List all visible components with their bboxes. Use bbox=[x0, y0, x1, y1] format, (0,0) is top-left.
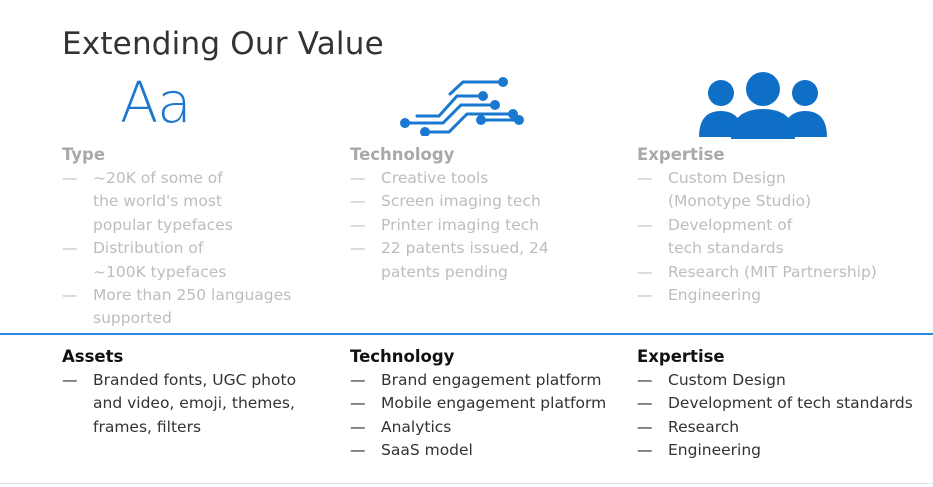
list-item: More than 250 languages supported bbox=[62, 284, 308, 331]
assets-column: Assets Branded fonts, UGC photo and vide… bbox=[62, 346, 332, 439]
list-item: Development of tech standards bbox=[637, 214, 813, 261]
footer-divider bbox=[0, 483, 933, 484]
technology-column: Technology Creative tools Screen imaging… bbox=[350, 144, 620, 284]
list-item: Distribution of ~100K typefaces bbox=[62, 237, 238, 284]
list-item: Creative tools bbox=[350, 167, 620, 191]
type-icon: Aa bbox=[120, 71, 192, 136]
column-heading: Technology bbox=[350, 347, 455, 366]
list-item: Analytics bbox=[350, 416, 620, 440]
list-item: Mobile engagement platform bbox=[350, 392, 620, 416]
list-item: Development of tech standards bbox=[637, 392, 927, 416]
circuit-icon bbox=[400, 77, 524, 136]
column-heading: Expertise bbox=[637, 145, 725, 164]
section-divider bbox=[0, 333, 933, 335]
list-item: Engineering bbox=[637, 284, 907, 308]
list-item: Screen imaging tech bbox=[350, 190, 620, 214]
technology-bottom-column: Technology Brand engagement platform Mob… bbox=[350, 346, 620, 463]
list-item: Printer imaging tech bbox=[350, 214, 620, 238]
column-heading: Expertise bbox=[637, 347, 725, 366]
type-column: Type ~20K of some of the world's most po… bbox=[62, 144, 332, 331]
list-item: ~20K of some of the world's most popular… bbox=[62, 167, 243, 237]
list-item: Branded fonts, UGC photo and video, emoj… bbox=[62, 369, 313, 439]
expertise-bottom-column: Expertise Custom Design Development of t… bbox=[637, 346, 927, 463]
list-item: SaaS model bbox=[350, 439, 620, 463]
expertise-column: Expertise Custom Design (Monotype Studio… bbox=[637, 144, 907, 308]
column-heading: Assets bbox=[62, 347, 124, 366]
list-item: 22 patents issued, 24 patents pending bbox=[350, 237, 551, 284]
column-heading: Type bbox=[62, 145, 106, 164]
list-item: Research (MIT Partnership) bbox=[637, 261, 928, 285]
column-heading: Technology bbox=[350, 145, 455, 164]
list-item: Custom Design (Monotype Studio) bbox=[637, 167, 833, 214]
list-item: Engineering bbox=[637, 439, 927, 463]
list-item: Research bbox=[637, 416, 927, 440]
people-group-icon bbox=[699, 72, 827, 139]
list-item: Custom Design bbox=[637, 369, 927, 393]
list-item: Brand engagement platform bbox=[350, 369, 620, 393]
page-title: Extending Our Value bbox=[62, 26, 384, 62]
